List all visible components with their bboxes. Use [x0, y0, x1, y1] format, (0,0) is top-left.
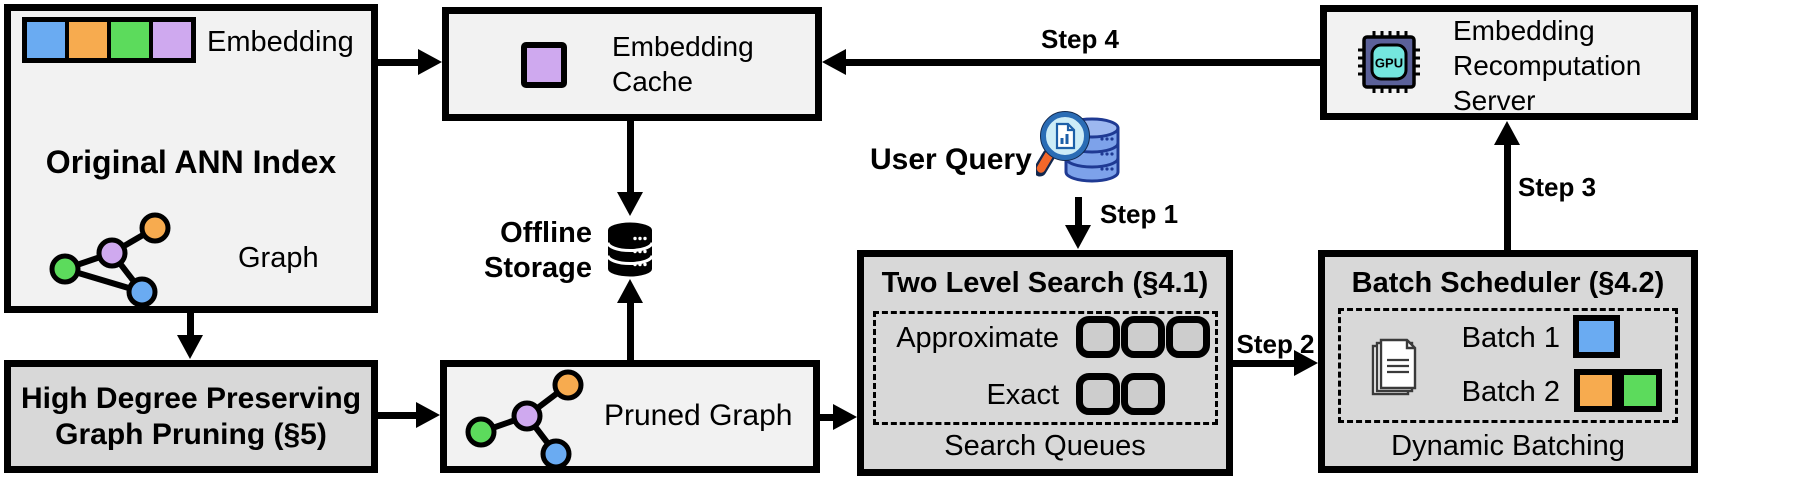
- arrowhead-cache-to-storage: [617, 192, 643, 216]
- embedding-square-green: [111, 22, 149, 58]
- cached-embedding-square: [521, 42, 567, 88]
- recomputation-server-line2: Recomputation: [1453, 50, 1642, 81]
- arrow-pruned-to-search: [820, 414, 834, 421]
- arrow-step2: [1233, 360, 1294, 367]
- user-query-icon: [1036, 111, 1120, 183]
- gpu-chip-label: GPU: [1375, 56, 1403, 71]
- arrow-step1: [1075, 197, 1082, 226]
- embedding-cache-box: Embedding Cache: [442, 7, 822, 121]
- batch-scheduler-title: Batch Scheduler (§4.2): [1351, 267, 1665, 299]
- step1-label: Step 1: [1100, 199, 1179, 229]
- graph-label: Graph: [238, 242, 319, 274]
- batch1-square-blue: [1573, 315, 1620, 358]
- arrowhead-ann-to-cache: [418, 49, 442, 75]
- arrowhead-step4: [822, 49, 846, 75]
- approximate-queue-slots: [1076, 316, 1210, 358]
- batch-scheduler-box: Batch Scheduler (§4.2) Batch 1 Batch 2 D…: [1318, 250, 1698, 473]
- embedding-cache-line1: Embedding: [612, 31, 754, 62]
- arrowhead-pruned-to-storage: [617, 279, 643, 303]
- queue-slot: [1076, 316, 1120, 358]
- arrowhead-step2: [1294, 350, 1318, 376]
- two-level-search-box: Two Level Search (§4.1) Approximate Exac…: [857, 250, 1233, 476]
- batch1-label: Batch 1: [1461, 322, 1560, 354]
- arrow-ann-to-pruning: [187, 313, 194, 336]
- step2-label: Step 2: [1236, 329, 1315, 359]
- recomputation-server-line3: Server: [1453, 85, 1536, 116]
- arrowhead-pruning-to-pruned: [416, 402, 440, 428]
- gpu-chip-icon: GPU: [1358, 31, 1420, 93]
- search-queues-dashed-box: [873, 311, 1218, 425]
- embedding-vector-strip: [22, 17, 196, 63]
- embedding-square-purple: [153, 22, 191, 58]
- arrowhead-ann-to-pruning: [177, 335, 203, 359]
- exact-label: Exact: [986, 379, 1059, 411]
- arrowhead-pruned-to-search: [833, 404, 857, 430]
- batch2-label: Batch 2: [1461, 376, 1560, 408]
- queue-slot: [1076, 373, 1120, 415]
- arrowhead-step1: [1065, 225, 1091, 249]
- exact-queue-slots: [1076, 373, 1165, 415]
- original-graph-icon: [49, 212, 171, 308]
- recomputation-server-box: GPU Embedding Recomputation Server: [1320, 5, 1698, 120]
- pruned-graph-label: Pruned Graph: [604, 399, 793, 432]
- arrow-pruned-to-storage: [627, 302, 634, 360]
- embedding-label: Embedding: [207, 26, 354, 58]
- high-degree-pruning-box: High Degree Preserving Graph Pruning (§5…: [4, 360, 378, 473]
- queue-slot: [1166, 316, 1210, 358]
- embedding-square-blue: [27, 22, 65, 58]
- arrow-ann-to-cache: [378, 59, 420, 66]
- pruned-graph-box: Pruned Graph: [440, 360, 820, 473]
- arrow-cache-to-storage: [627, 121, 634, 193]
- dynamic-batching-label: Dynamic Batching: [1391, 430, 1625, 462]
- two-level-search-title: Two Level Search (§4.1): [881, 267, 1209, 299]
- offline-storage-label: Offline Storage: [484, 217, 592, 284]
- recomputation-server-line1: Embedding: [1453, 15, 1595, 46]
- original-ann-index-box: Embedding Original ANN Index Graph: [4, 4, 378, 313]
- dynamic-batching-dashed-box: [1338, 308, 1678, 423]
- arrow-pruning-to-pruned: [378, 412, 416, 419]
- ann-index-title: Original ANN Index: [45, 144, 337, 180]
- high-degree-pruning-line1: High Degree Preserving: [20, 381, 362, 415]
- batch2-square-orange: [1574, 369, 1618, 412]
- queue-slot: [1121, 373, 1165, 415]
- step3-label: Step 3: [1518, 172, 1597, 202]
- pruned-graph-icon: [465, 369, 584, 466]
- queue-slot: [1121, 316, 1165, 358]
- embedding-square-orange: [69, 22, 107, 58]
- batch2-square-green: [1618, 369, 1662, 412]
- approximate-label: Approximate: [896, 322, 1059, 354]
- arrowhead-step3: [1494, 121, 1520, 145]
- arrow-step3: [1504, 144, 1511, 250]
- step4-label: Step 4: [1040, 24, 1120, 54]
- arrow-step4: [845, 59, 1320, 66]
- user-query-label: User Query: [870, 143, 1032, 176]
- offline-storage-database-icon: [606, 222, 654, 277]
- high-degree-pruning-line2: Graph Pruning (§5): [55, 417, 327, 451]
- embedding-cache-line2: Cache: [612, 66, 693, 97]
- query-documents-icon: [1371, 338, 1417, 396]
- search-queues-label: Search Queues: [944, 430, 1146, 462]
